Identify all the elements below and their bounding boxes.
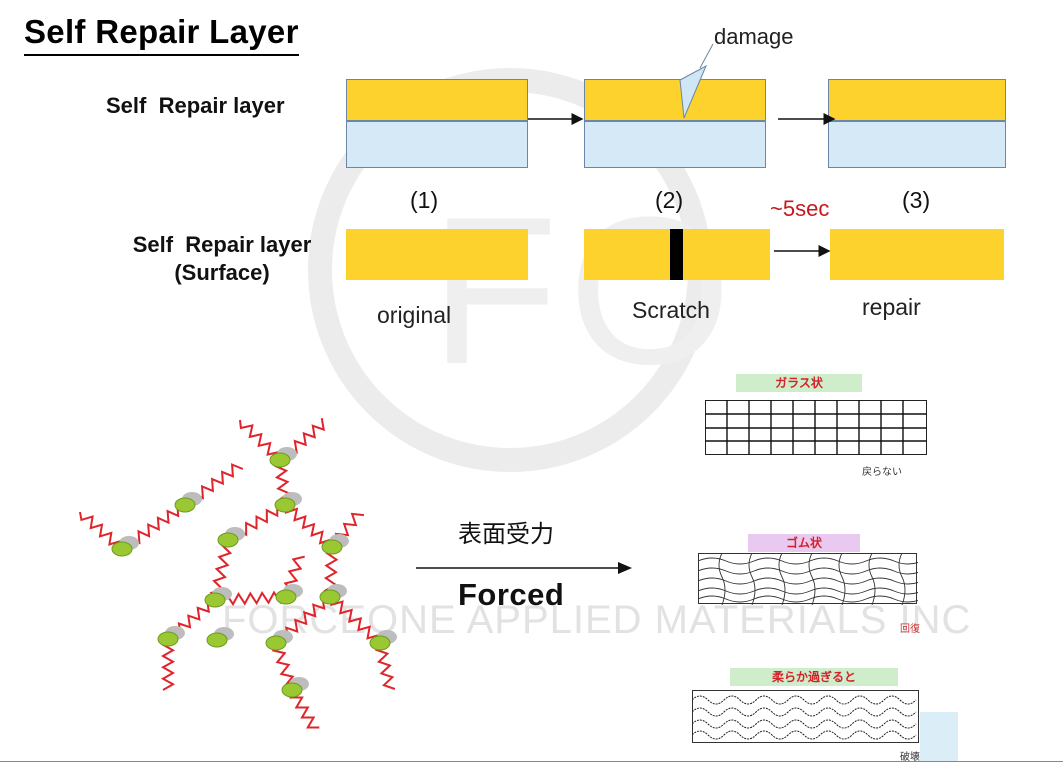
crosslink-node [204,592,226,608]
crosslink-node [157,631,179,647]
soft-mesh [692,690,919,743]
polymer-chain [271,642,297,690]
state-tag-glass: ガラス状 [736,374,862,392]
page-title: Self Repair Layer [24,12,299,56]
crosslink-node [206,632,228,648]
state-note-too-soft: 破壊 [900,752,920,763]
soft-panel-accent [920,712,958,762]
crosslink-node [265,635,287,651]
polymer-chain [160,638,176,691]
surface-repaired [830,229,1004,280]
step-3-label: (3) [902,187,931,213]
substrate-original [346,121,528,168]
state-tag-too-soft: 柔らか過ぎると [730,668,898,686]
polymer-chain [79,511,122,553]
forced-label: Forced [458,577,565,612]
layer-repaired-top [828,79,1006,121]
polymer-chain [289,689,320,729]
crosslink-node [369,635,391,651]
polymer-chain [239,419,281,464]
polymer-chain [329,596,381,647]
surface-original [346,229,528,280]
forced-arrow-label-jp: 表面受力 [458,520,554,548]
top-arrows [528,43,836,125]
layer-original-top [346,79,528,121]
substrate-repaired [828,121,1006,168]
damage-label: damage [714,24,794,49]
glass-grid [705,400,927,455]
crosslink-node [274,497,296,513]
row2-label-line2: (Surface) [174,260,270,285]
forced-arrow [416,562,632,574]
bottom-rule [0,761,1063,762]
time-label: ~5sec [770,196,830,221]
crosslink-node [111,541,133,557]
state-tag-rubber: ゴム状 [748,534,860,552]
substrate-damaged [584,121,766,168]
step-2-label: (2) [655,187,684,213]
polymer-chain [374,642,396,690]
scratch-mark [670,229,683,280]
layer-damaged-top [584,79,766,121]
crosslink-node [319,589,341,605]
caption-scratch: Scratch [632,297,710,323]
row2-label-line1: Self Repair layer [132,232,312,257]
row1-label: Self Repair layer [106,93,285,118]
damage-wedge-icon [679,64,708,119]
step-1-label: (1) [410,187,439,213]
crosslink-node [281,682,303,698]
crosslink-node [275,589,297,605]
crosslink-node [269,452,291,468]
crosslink-node [217,532,239,548]
state-note-rubber: 回復 [900,624,920,635]
row2-label: Self Repair layer (Surface) [106,231,338,287]
crosslink-node [321,539,343,555]
rubber-mesh [698,553,918,605]
surface-arrow [774,245,831,257]
polymer-network [79,418,397,729]
polymer-chain [284,504,333,551]
caption-repair: repair [862,294,921,320]
watermark-text: FORCEONE APPLIED MATERIALS INC [222,598,972,642]
state-note-glass: 戻らない [862,467,902,478]
watermark-logo-text: FO [430,173,742,408]
crosslink-node [174,497,196,513]
caption-original: original [377,302,452,328]
